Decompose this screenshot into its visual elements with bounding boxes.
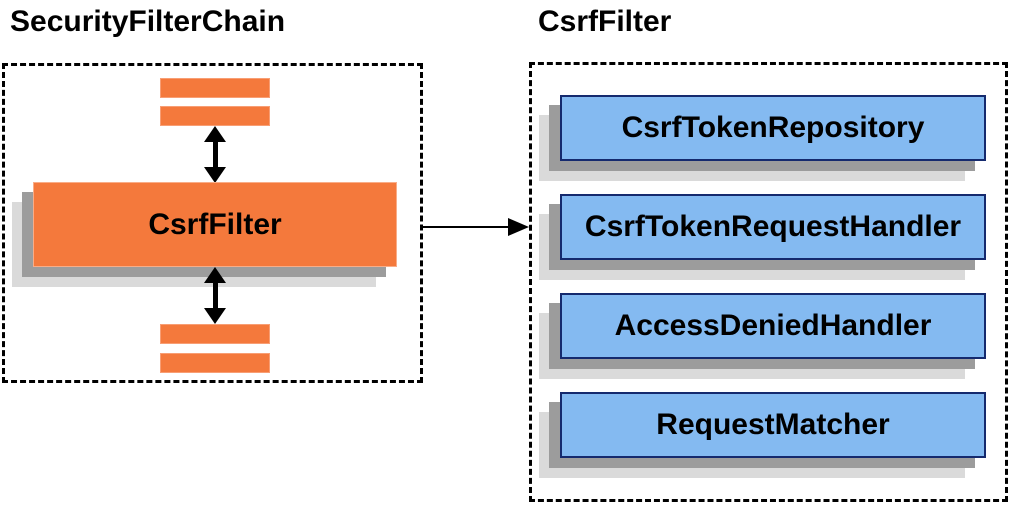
csrf-filter-title: CsrfFilter xyxy=(538,5,672,38)
filter-placeholder-bar xyxy=(160,353,270,373)
arrow-shaft xyxy=(212,142,218,167)
arrow-up-head-icon xyxy=(204,267,226,283)
filter-placeholder-bar xyxy=(160,106,270,126)
arrow-down-head-icon xyxy=(204,167,226,183)
arrow-right-head-icon xyxy=(508,218,529,236)
arrow-down-head-icon xyxy=(204,308,226,324)
component-box-label: CsrfTokenRepository xyxy=(621,111,925,144)
double-arrow-icon xyxy=(204,126,226,183)
double-arrow-icon xyxy=(204,267,226,324)
component-box-csrf-token-repository: CsrfTokenRepository xyxy=(560,95,986,161)
arrow-shaft xyxy=(423,226,508,228)
component-box-csrf-token-request-handler: CsrfTokenRequestHandler xyxy=(560,194,986,260)
csrf-filter-box: CsrfFilter xyxy=(33,182,397,267)
csrf-filter-container xyxy=(529,62,1008,502)
security-filter-chain-title: SecurityFilterChain xyxy=(10,5,286,38)
arrow-shaft xyxy=(212,283,218,308)
component-box-label: AccessDeniedHandler xyxy=(614,309,932,342)
component-box-label: RequestMatcher xyxy=(656,408,890,441)
component-box-access-denied-handler: AccessDeniedHandler xyxy=(560,293,986,359)
filter-placeholder-bar xyxy=(160,324,270,344)
filter-placeholder-bar xyxy=(160,78,270,98)
component-box-label: CsrfTokenRequestHandler xyxy=(584,210,962,243)
security-filter-chain-container xyxy=(2,63,423,383)
component-box-request-matcher: RequestMatcher xyxy=(560,392,986,458)
arrow-up-head-icon xyxy=(204,126,226,142)
arrow-right-icon xyxy=(423,218,529,236)
csrf-filter-box-label: CsrfFilter xyxy=(148,207,282,241)
